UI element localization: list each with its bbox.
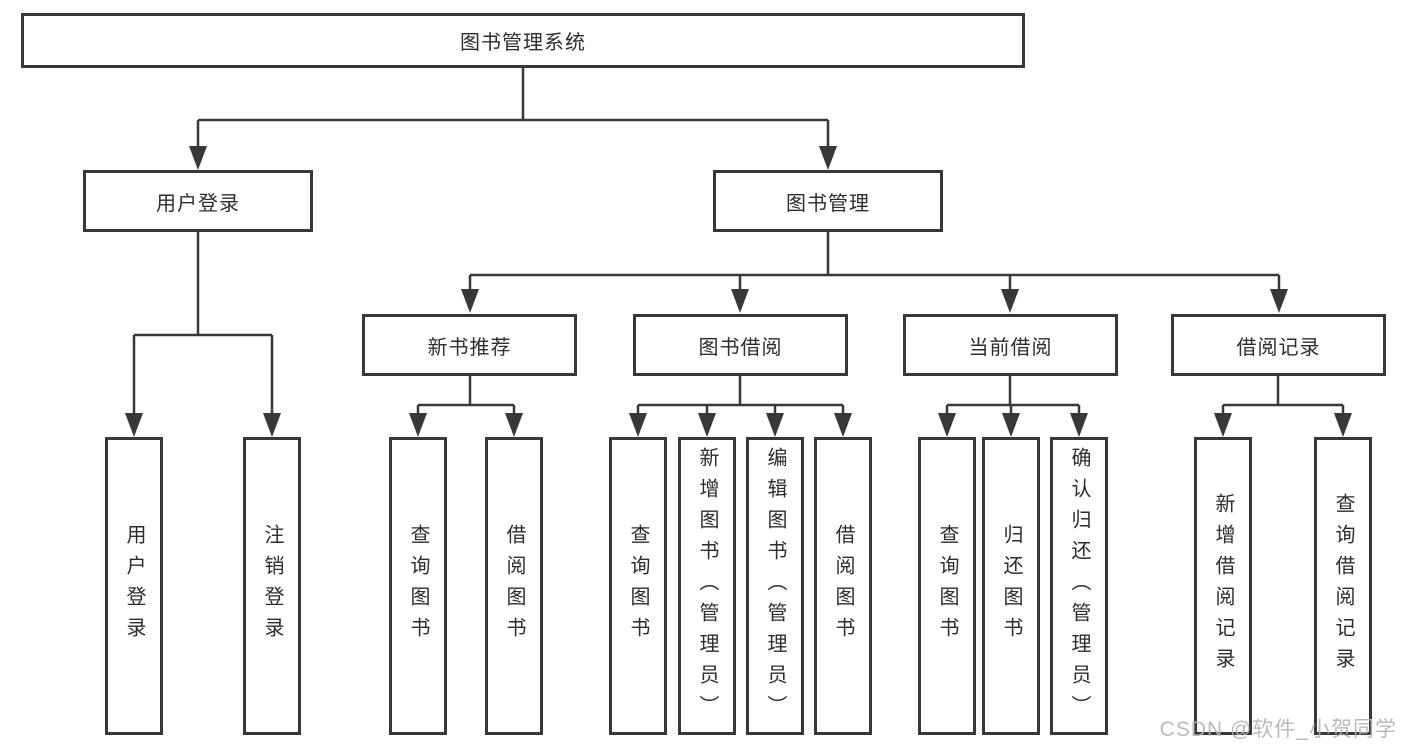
leaf-recommend-borrow-books: 借阅图书: [485, 437, 543, 735]
node-book-borrow: 图书借阅: [633, 314, 848, 376]
connector-book-borrow-children: [629, 376, 852, 437]
leaf-recommend-query-books: 查询图书: [389, 437, 447, 735]
node-user-login: 用户登录: [83, 170, 313, 232]
connector-new-book-recommend-children: [409, 376, 523, 437]
node-book-management: 图书管理: [713, 170, 943, 232]
leaf-borrow-books: 借阅图书: [814, 437, 872, 735]
connector-user-login-children: [125, 232, 281, 437]
node-current-borrow: 当前借阅: [903, 314, 1118, 376]
csdn-watermark: CSDN @软件_小贺同学: [1159, 718, 1397, 741]
leaf-logout-login: 注销登录: [243, 437, 301, 735]
connector-root-to-level2: [189, 68, 837, 170]
leaf-borrow-query-books: 查询图书: [609, 437, 667, 735]
leaf-query-borrow-record: 查询借阅记录: [1314, 437, 1372, 735]
connector-book-management-children: [461, 232, 1288, 313]
leaf-return-books: 归还图书: [982, 437, 1040, 735]
leaf-add-borrow-record: 新增借阅记录: [1194, 437, 1252, 735]
node-new-book-recommend: 新书推荐: [362, 314, 577, 376]
node-library-management-system: 图书管理系统: [21, 13, 1025, 68]
connector-borrow-records-children: [1214, 376, 1352, 437]
leaf-add-books-admin: 新增图书（管理员）: [678, 437, 736, 735]
leaf-current-query-books: 查询图书: [918, 437, 976, 735]
leaf-user-login: 用户登录: [105, 437, 163, 735]
leaf-confirm-return-admin: 确认归还（管理员）: [1050, 437, 1108, 735]
leaf-edit-books-admin: 编辑图书（管理员）: [746, 437, 804, 735]
node-borrow-records: 借阅记录: [1171, 314, 1386, 376]
connector-current-borrow-children: [938, 376, 1088, 437]
